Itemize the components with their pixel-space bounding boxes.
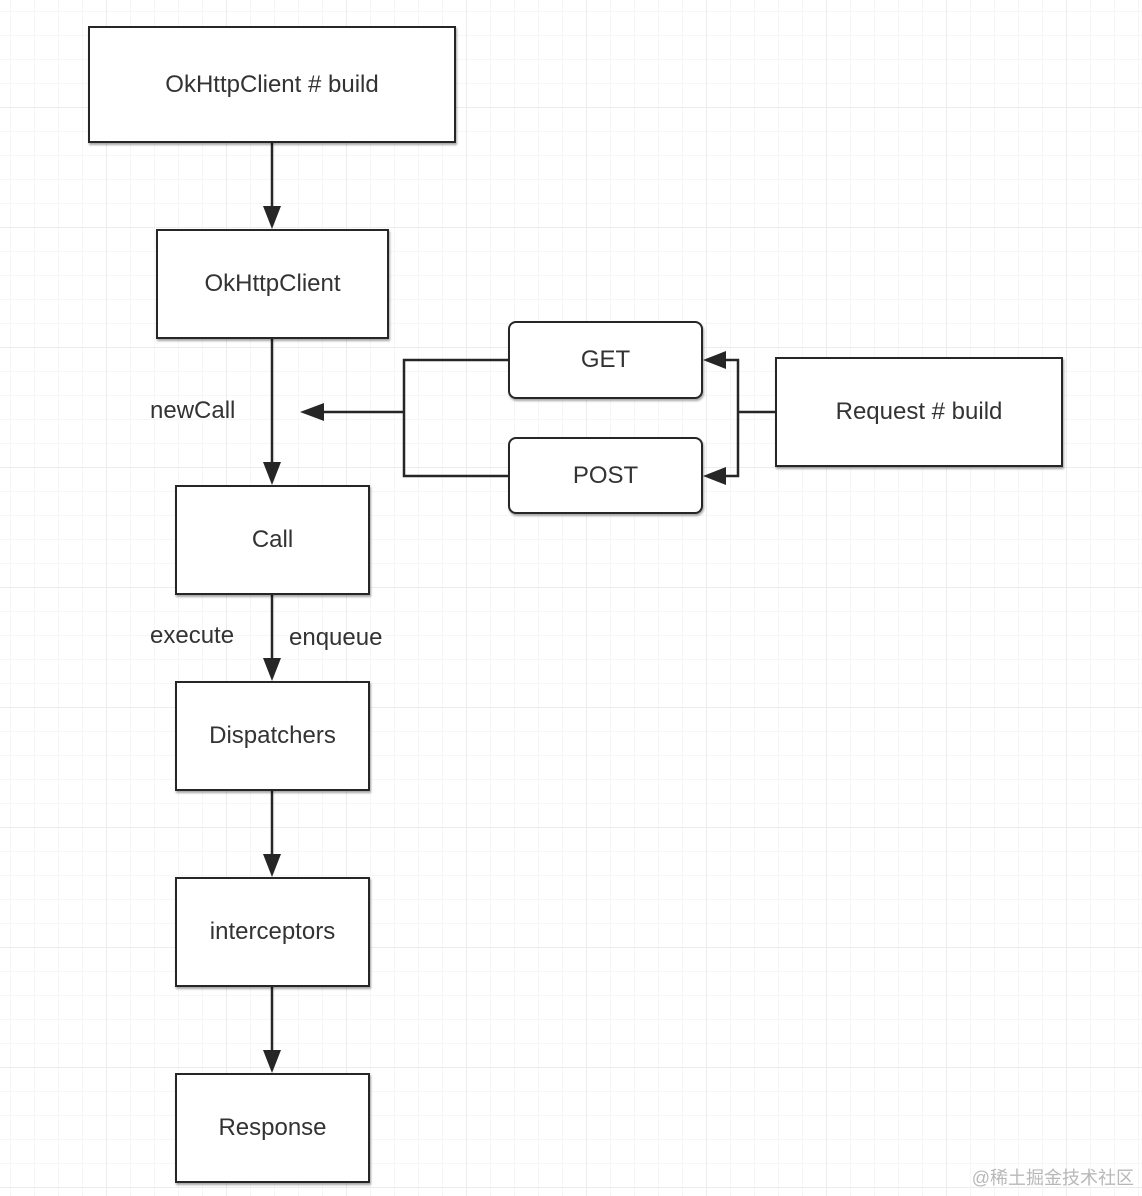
node-dispatchers: Dispatchers xyxy=(175,681,370,791)
node-response: Response xyxy=(175,1073,370,1183)
node-response-label: Response xyxy=(218,1114,327,1141)
node-okhttpclient-build: OkHttpClient # build xyxy=(88,26,456,143)
arrow-interceptors-to-response xyxy=(263,987,281,1073)
node-dispatchers-label: Dispatchers xyxy=(209,722,336,749)
node-interceptors-label: interceptors xyxy=(209,918,336,945)
arrow-request-to-methods xyxy=(703,351,775,485)
node-okhttpclient-label: OkHttpClient xyxy=(204,270,341,297)
node-request-build: Request # build xyxy=(775,357,1063,467)
edge-label-newcall: newCall xyxy=(150,397,236,424)
edge-label-execute: execute xyxy=(150,622,235,649)
edge-label-enqueue: enqueue xyxy=(289,624,383,651)
arrow-build-to-client xyxy=(263,142,281,229)
node-interceptors: interceptors xyxy=(175,877,370,987)
node-get-label: GET xyxy=(580,346,631,373)
node-request-build-label: Request # build xyxy=(835,398,1003,425)
arrow-call-to-dispatchers xyxy=(263,595,281,681)
node-okhttpclient-build-label: OkHttpClient # build xyxy=(165,70,379,98)
node-call: Call xyxy=(175,485,370,595)
node-post: POST xyxy=(508,437,703,514)
arrow-dispatchers-to-interceptors xyxy=(263,791,281,877)
node-post-label: POST xyxy=(572,461,639,489)
node-get: GET xyxy=(508,321,703,399)
arrow-client-to-call xyxy=(263,339,281,485)
watermark: @稀土掘金技术社区 xyxy=(971,1168,1134,1188)
node-okhttpclient: OkHttpClient xyxy=(156,229,389,339)
arrow-methods-to-newcall xyxy=(300,358,508,478)
node-call-label: Call xyxy=(251,526,294,553)
